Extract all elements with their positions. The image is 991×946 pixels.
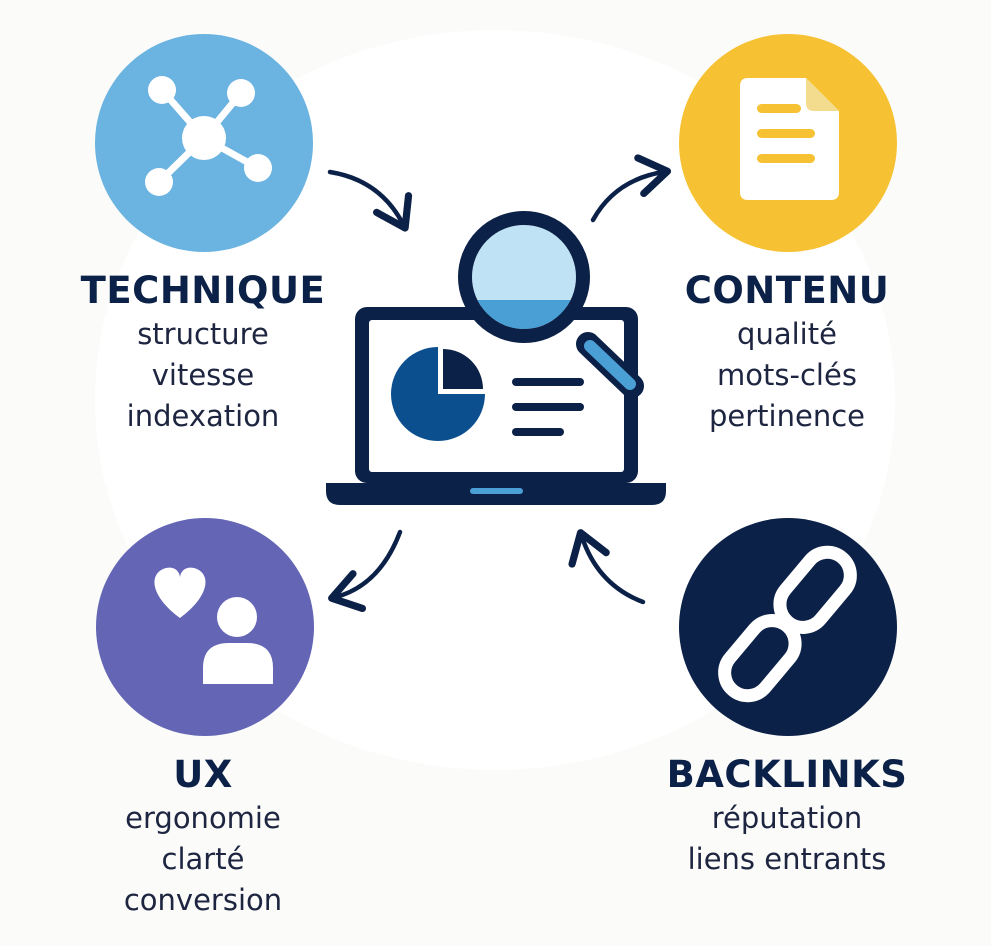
chain-link-icon xyxy=(718,545,857,703)
technique-block: TECHNIQUE structure vitesse indexation xyxy=(58,268,348,437)
technique-line: indexation xyxy=(126,399,280,433)
document-icon xyxy=(740,78,839,200)
arrow-center-to-ux xyxy=(328,529,403,613)
technique-line: structure xyxy=(137,317,269,351)
network-nodes-dots xyxy=(145,76,272,196)
contenu-block: CONTENU qualité mots-clés pertinence xyxy=(642,268,932,437)
backlinks-block: BACKLINKS réputation liens entrants xyxy=(632,752,942,880)
pie-chart-icon xyxy=(391,347,485,441)
ux-block: UX ergonomie clarté conversion xyxy=(58,752,348,921)
ux-line: ergonomie xyxy=(125,801,281,835)
contenu-line: qualité xyxy=(737,317,837,351)
contenu-line: mots-clés xyxy=(717,358,857,392)
arrow-backlinks-to-center xyxy=(568,529,646,605)
backlinks-line: réputation xyxy=(711,801,863,835)
arrow-technique-to-center xyxy=(327,169,413,232)
magnifier-icon xyxy=(458,211,644,398)
technique-node xyxy=(95,34,313,252)
screen-text-lines xyxy=(512,378,584,436)
laptop-trackpad xyxy=(470,488,523,494)
arrow-center-to-contenu xyxy=(590,154,672,223)
contenu-title: CONTENU xyxy=(684,269,890,312)
technique-line: vitesse xyxy=(151,358,255,392)
ux-line: clarté xyxy=(161,842,245,876)
contenu-node xyxy=(679,34,897,252)
ux-line: conversion xyxy=(123,883,283,917)
laptop-magnifier-icon xyxy=(326,211,666,505)
ux-node xyxy=(96,518,314,736)
flow-arrows xyxy=(327,154,672,613)
ux-circle xyxy=(96,518,314,736)
technique-title: TECHNIQUE xyxy=(80,269,326,312)
backlinks-title: BACKLINKS xyxy=(666,753,908,796)
contenu-line: pertinence xyxy=(709,399,865,433)
heart-user-icon xyxy=(154,567,273,684)
backlinks-node xyxy=(679,518,897,736)
backlinks-line: liens entrants xyxy=(687,842,887,876)
ux-title: UX xyxy=(173,753,233,796)
